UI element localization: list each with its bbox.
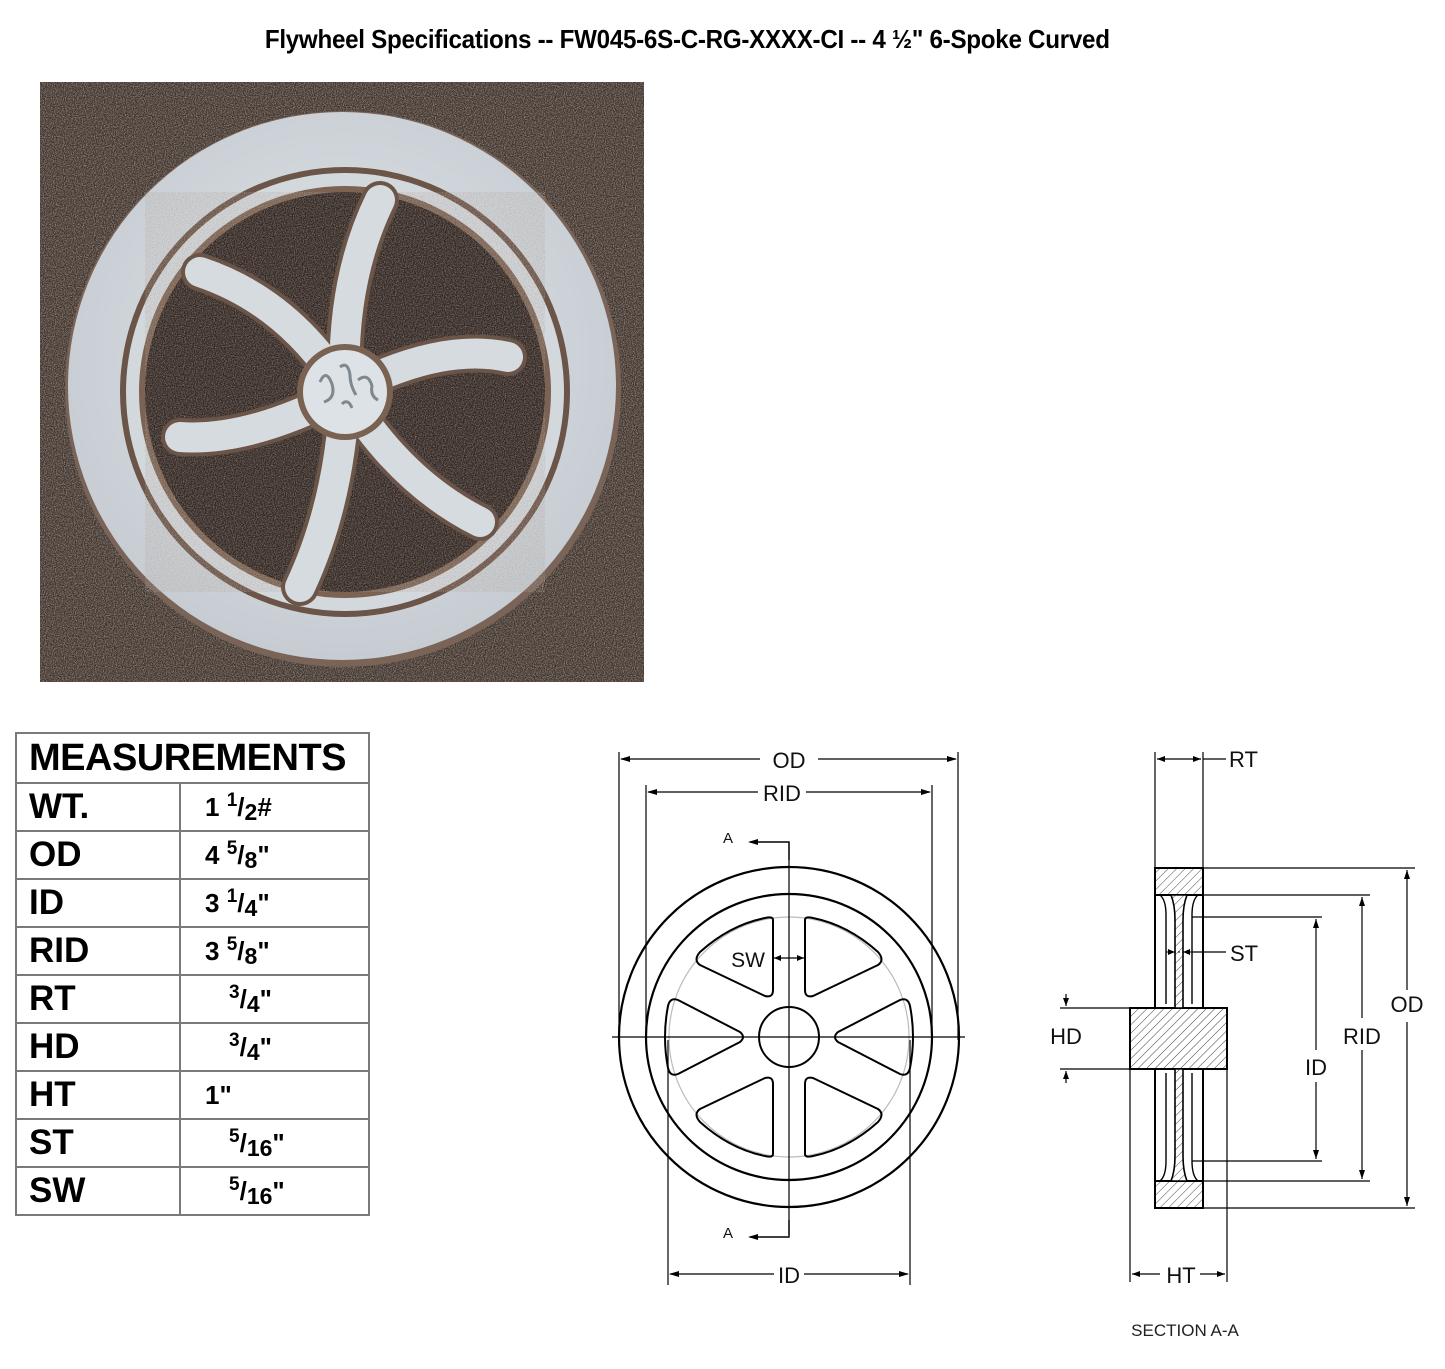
- row-value-hd: 3/4": [179, 1022, 370, 1072]
- row-label-rt: RT: [15, 974, 181, 1024]
- dim-label-od-section: OD: [1391, 992, 1424, 1017]
- dim-label-hd: HD: [1050, 1024, 1082, 1049]
- row-value-rt: 3/4": [179, 974, 370, 1024]
- front-view: [612, 752, 965, 1285]
- table-row: ID 3 1/4": [15, 878, 370, 928]
- table-row: WT. 1 1/2#: [15, 782, 370, 832]
- dim-label-id: ID: [778, 1263, 800, 1288]
- row-value-id: 3 1/4": [179, 878, 370, 928]
- row-label-id: ID: [15, 878, 181, 928]
- flywheel-photo: [40, 82, 644, 682]
- table-row: RID 3 5/8": [15, 926, 370, 976]
- page-title: Flywheel Specifications -- FW045-6S-C-RG…: [264, 24, 1110, 54]
- table-row: HT 1": [15, 1070, 370, 1120]
- table-row: OD 4 5/8": [15, 830, 370, 880]
- table-row: ST 5/16": [15, 1118, 370, 1168]
- dim-label-rid-section: RID: [1343, 1024, 1381, 1049]
- section-marker-bottom: A: [723, 1225, 733, 1242]
- row-label-st: ST: [15, 1118, 181, 1168]
- row-value-sw: 5/16": [179, 1166, 370, 1216]
- table-row: RT 3/4": [15, 974, 370, 1024]
- dim-label-rt: RT: [1229, 747, 1258, 772]
- row-label-ht: HT: [15, 1070, 181, 1120]
- dim-label-ht: HT: [1166, 1263, 1195, 1288]
- row-value-ht: 1": [179, 1070, 370, 1120]
- row-label-wt: WT.: [15, 782, 181, 832]
- section-view: [1060, 752, 1415, 1282]
- dim-label-st: ST: [1230, 941, 1258, 966]
- measurements-table: MEASUREMENTS WT. 1 1/2# OD 4 5/8" ID 3 1…: [15, 732, 370, 1216]
- section-marker-top: A: [723, 830, 733, 847]
- technical-drawing: OD RID ID SW A A: [600, 740, 1445, 1350]
- dim-label-rid: RID: [763, 781, 801, 806]
- dim-label-id-section: ID: [1305, 1055, 1327, 1080]
- dim-label-sw: SW: [731, 949, 765, 972]
- row-label-rid: RID: [15, 926, 181, 976]
- row-label-od: OD: [15, 830, 181, 880]
- row-value-od: 4 5/8": [179, 830, 370, 880]
- row-value-st: 5/16": [179, 1118, 370, 1168]
- dim-label-od: OD: [773, 748, 806, 773]
- table-row: SW 5/16": [15, 1166, 370, 1216]
- row-value-rid: 3 5/8": [179, 926, 370, 976]
- row-value-wt: 1 1/2#: [179, 782, 370, 832]
- row-label-hd: HD: [15, 1022, 181, 1072]
- table-row: HD 3/4": [15, 1022, 370, 1072]
- measurements-header: MEASUREMENTS: [15, 732, 370, 784]
- row-label-sw: SW: [15, 1166, 181, 1216]
- section-caption: SECTION A-A: [1131, 1321, 1239, 1340]
